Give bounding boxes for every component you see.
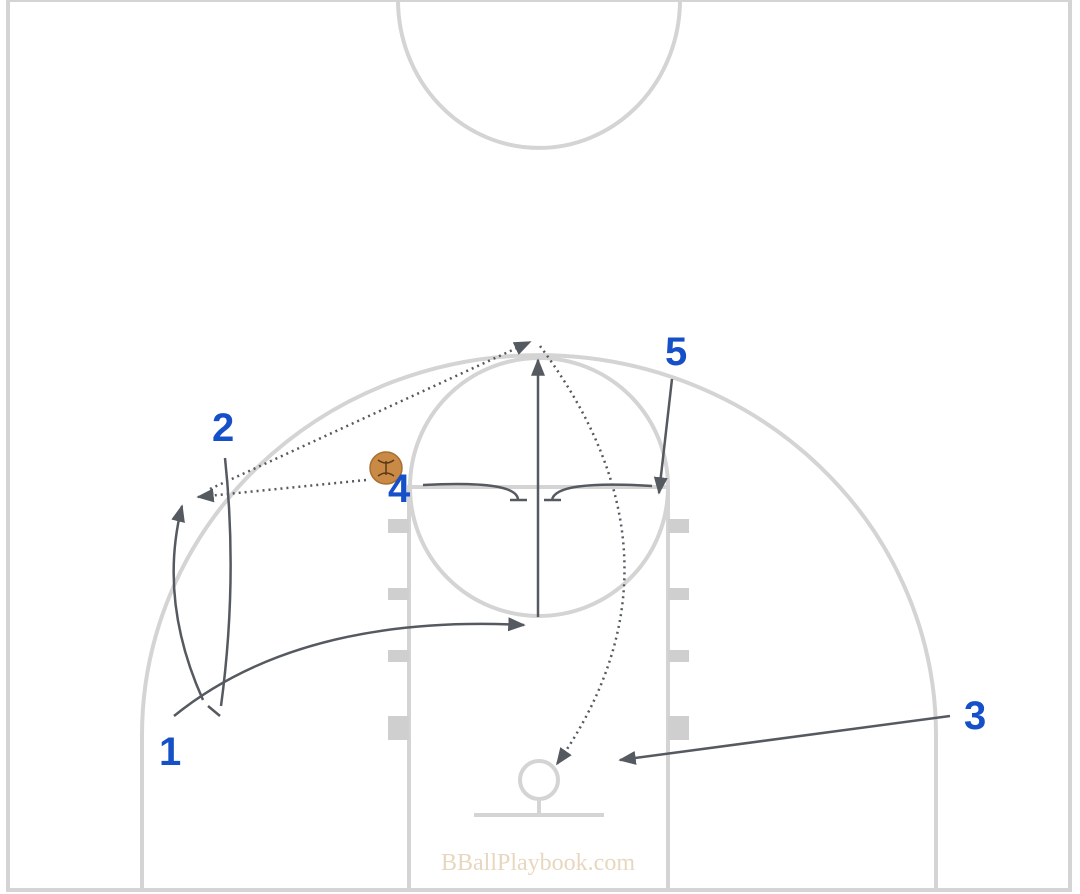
screen-path-player-5 — [550, 483, 653, 501]
hash-mark — [388, 716, 409, 740]
cut-player-1-to-wing — [171, 504, 205, 701]
cut-player-1-to-elbow — [173, 617, 526, 717]
court-boundary — [6, 0, 1072, 892]
screen-path-player-4 — [422, 482, 520, 501]
cut-player-3-to-basket — [618, 714, 951, 765]
hash-mark — [668, 588, 689, 600]
lane-hash-marks — [388, 519, 689, 740]
pass-top-to-basket — [538, 345, 626, 766]
hash-mark — [668, 519, 689, 533]
passes — [196, 340, 626, 766]
basketball-icon — [369, 451, 403, 485]
cut-player-5-to-elbow — [653, 378, 674, 495]
center-circle — [396, 0, 682, 150]
hash-mark — [388, 588, 409, 600]
watermark: BBallPlaybook.com — [441, 850, 635, 876]
hash-mark — [668, 650, 689, 662]
cut-player-2-down — [219, 457, 232, 707]
player-4-label: 4 — [388, 467, 411, 511]
player-1-label: 1 — [159, 730, 181, 774]
player-5-label: 5 — [665, 330, 687, 374]
player-3-label: 3 — [964, 694, 986, 738]
hash-mark — [388, 650, 409, 662]
hash-mark — [388, 519, 409, 533]
pass-ball-to-wing — [196, 478, 367, 503]
player-movements — [171, 358, 951, 765]
player-labels: 1 2 3 4 5 — [159, 330, 986, 774]
hash-mark — [668, 716, 689, 740]
basket-hoop-icon — [518, 759, 560, 801]
three-point-arc — [140, 353, 938, 890]
player-2-label: 2 — [212, 406, 234, 450]
screen-marker-player-2 — [207, 705, 221, 717]
